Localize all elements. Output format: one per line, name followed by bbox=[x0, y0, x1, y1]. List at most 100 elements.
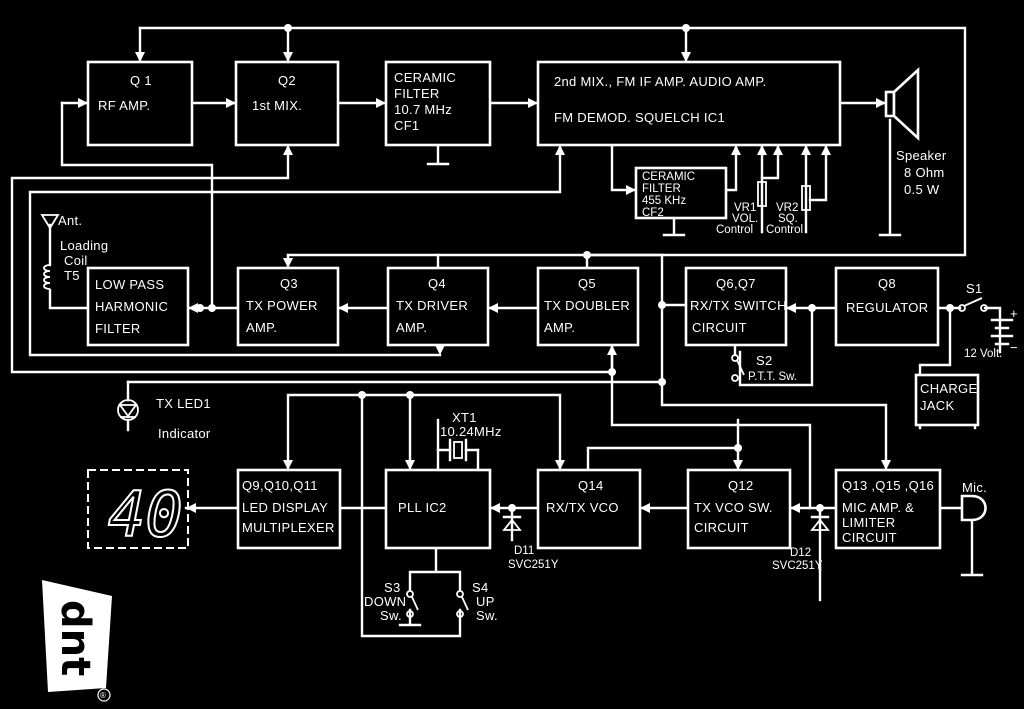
s3-down: DOWN bbox=[364, 594, 406, 609]
lpf-line1: LOW PASS bbox=[95, 277, 164, 292]
q1-label: RF AMP. bbox=[98, 98, 150, 113]
speaker-icon bbox=[884, 67, 920, 141]
q2-id: Q2 bbox=[278, 73, 296, 88]
q3-line2: AMP. bbox=[246, 320, 277, 335]
microphone-icon bbox=[960, 494, 987, 522]
vr1-label: VR1 bbox=[734, 202, 756, 214]
block-q14: Q14 RX/TX VCO bbox=[536, 468, 642, 550]
speaker-label: Speaker bbox=[896, 148, 947, 163]
varactor-d11-icon bbox=[502, 515, 522, 531]
s3-label: S3 bbox=[384, 580, 401, 595]
q2-label: 1st MIX. bbox=[252, 98, 302, 113]
block-q3: Q3 TX POWER AMP. bbox=[236, 266, 340, 347]
loading-coil-label1: Loading bbox=[60, 238, 108, 253]
varactor-d12-icon bbox=[810, 515, 830, 531]
block-q4: Q4 TX DRIVER AMP. bbox=[386, 266, 490, 347]
q13-id: Q13 ,Q15 ,Q16 bbox=[842, 478, 934, 493]
q13-line1: MIC AMP. & bbox=[842, 500, 914, 515]
q14-id: Q14 bbox=[578, 478, 603, 493]
battery-plus: + bbox=[1010, 306, 1018, 321]
loading-coil-icon bbox=[43, 264, 51, 290]
antenna-label: Ant. bbox=[58, 213, 82, 228]
q67-id: Q6,Q7 bbox=[716, 276, 756, 291]
loading-coil-label2: Coil bbox=[64, 253, 88, 268]
block-q8: Q8 REGULATOR bbox=[834, 266, 940, 347]
speaker-watt: 0.5 W bbox=[904, 182, 940, 197]
display-digits: 40 bbox=[108, 478, 183, 551]
battery-icon bbox=[990, 318, 1014, 346]
block-q5: Q5 TX DOUBLER AMP. bbox=[536, 266, 640, 347]
q9-line1: LED DISPLAY bbox=[242, 500, 328, 515]
block-q13-q15-q16: Q13 ,Q15 ,Q16 MIC AMP. & LIMITER CIRCUIT bbox=[834, 468, 942, 550]
block-q2: Q2 1st MIX. bbox=[234, 60, 340, 147]
vr2-label: VR2 bbox=[776, 202, 798, 214]
q13-line3: CIRCUIT bbox=[842, 530, 897, 545]
switch-s1-icon bbox=[958, 297, 988, 312]
block-cf1: CERAMIC FILTER 10.7 MHz CF1 bbox=[384, 60, 492, 147]
registered-mark: ® bbox=[100, 691, 106, 700]
speaker-ohm: 8 Ohm bbox=[904, 165, 945, 180]
xt1-label: XT1 bbox=[452, 410, 477, 425]
battery-minus: − bbox=[1010, 340, 1018, 355]
cf1-line3: 10.7 MHz bbox=[394, 102, 452, 117]
q13-line2: LIMITER bbox=[842, 515, 895, 530]
q14-line1: RX/TX VCO bbox=[546, 500, 619, 515]
s1-label: S1 bbox=[966, 281, 983, 296]
s2-label: S2 bbox=[756, 353, 773, 368]
d11-part: SVC251Y bbox=[508, 559, 559, 571]
q4-id: Q4 bbox=[428, 276, 446, 291]
q5-line2: AMP. bbox=[544, 320, 575, 335]
antenna-icon bbox=[40, 214, 60, 230]
block-charge-jack: CHARGE JACK bbox=[914, 373, 980, 427]
arrowheads bbox=[78, 52, 891, 513]
block-lpf: LOW PASS HARMONIC FILTER bbox=[86, 266, 190, 347]
q12-line1: TX VCO SW. bbox=[694, 500, 773, 515]
block-cf2: CERAMIC FILTER 455 KHz CF2 bbox=[634, 166, 728, 220]
q8-line1: REGULATOR bbox=[846, 300, 928, 315]
battery-volt: 12 Volt. bbox=[964, 348, 1002, 360]
q12-id: Q12 bbox=[728, 478, 753, 493]
ptt-label: P.T.T. Sw. bbox=[748, 371, 797, 383]
xtal-freq: 10.24MHz bbox=[440, 424, 502, 439]
seven-segment-display: 40 bbox=[87, 469, 189, 552]
q9-id: Q9,Q10,Q11 bbox=[242, 478, 318, 493]
charge-line2: JACK bbox=[920, 398, 954, 413]
block-ic1: 2nd MIX., FM IF AMP. AUDIO AMP. FM DEMOD… bbox=[536, 60, 842, 147]
q4-line1: TX DRIVER bbox=[396, 298, 468, 313]
q5-id: Q5 bbox=[578, 276, 596, 291]
q1-id: Q 1 bbox=[130, 73, 152, 88]
vr1-vol: VOL. bbox=[732, 213, 758, 225]
charge-line1: CHARGE bbox=[920, 381, 977, 396]
ic1-line2: FM DEMOD. SQUELCH IC1 bbox=[554, 110, 725, 125]
wires bbox=[10, 26, 1002, 638]
switch-s2-icon bbox=[731, 354, 745, 382]
mic-label: Mic. bbox=[962, 480, 987, 495]
cf2-line2: FILTER bbox=[642, 183, 681, 195]
block-q12: Q12 TX VCO SW. CIRCUIT bbox=[686, 468, 792, 550]
loading-coil-label3: T5 bbox=[64, 268, 80, 283]
q67-line2: CIRCUIT bbox=[692, 320, 747, 335]
logo-text: dnt bbox=[52, 600, 98, 676]
switch-s3-icon bbox=[406, 590, 419, 618]
s4-label: S4 bbox=[472, 580, 489, 595]
s4-sw: Sw. bbox=[476, 608, 498, 623]
s3-sw: Sw. bbox=[380, 608, 402, 623]
cf2-line4: CF2 bbox=[642, 207, 664, 219]
dnt-logo: dnt ® bbox=[42, 580, 112, 702]
d12-part: SVC251Y bbox=[772, 560, 823, 572]
s4-up: UP bbox=[476, 594, 495, 609]
indicator-label: Indicator bbox=[158, 426, 211, 441]
switch-s4-icon bbox=[456, 590, 469, 618]
block-q6-q7: Q6,Q7 RX/TX SWITCH CIRCUIT bbox=[684, 266, 788, 347]
tx-led-label: TX LED1 bbox=[156, 396, 211, 411]
tx-led-icon bbox=[117, 380, 139, 432]
crystal-icon bbox=[436, 438, 480, 462]
cf1-line2: FILTER bbox=[394, 86, 440, 101]
cf1-line4: CF1 bbox=[394, 118, 419, 133]
q67-line1: RX/TX SWITCH bbox=[690, 298, 787, 313]
block-pll-ic2: PLL IC2 bbox=[384, 468, 492, 550]
vr1-control: Control bbox=[716, 224, 753, 236]
q5-line1: TX DOUBLER bbox=[544, 298, 630, 313]
